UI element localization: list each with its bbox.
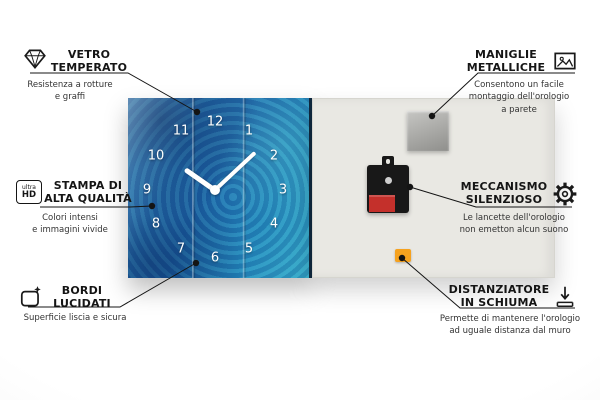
callout-title-distanziatore: DISTANZIATORE IN SCHIUMA [448,283,550,310]
ultra-hd-icon-text: HD [21,189,37,200]
clock-number: 4 [269,216,279,232]
spacer-distance-icon [552,284,578,310]
clock-front-panel: 12 1 2 3 4 5 6 7 8 9 10 11 [128,98,312,278]
hanger-hole [386,159,390,164]
callout-desc-stampa: Colori intensi e immagini vivide [32,213,108,236]
picture-frame-icon [552,48,578,74]
clock-number: 2 [269,148,279,164]
callout-desc-meccanismo: Le lancette dell'orologio non emetton al… [459,213,569,236]
clock-number: 10 [147,148,165,164]
callout-title-vetro: VETRO TEMPERATO [50,48,128,75]
clock-number: 1 [244,123,254,139]
ultra-hd-icon: ultra HD [16,180,42,204]
clock-number: 7 [176,241,186,257]
clock-number: 3 [278,182,288,198]
clock-number: 12 [206,114,224,130]
callout-desc-vetro: Resistenza a rotture e graffi [27,80,113,103]
callout-desc-distanziatore: Permette di mantenere l'orologio ad ugua… [439,314,581,337]
metal-hanger-plate [407,111,449,151]
polished-surface-icon [18,284,44,310]
callout-desc-maniglie: Consentono un facile montaggio dell'orol… [468,80,570,115]
clock-number: 9 [142,182,152,198]
clock-number: 8 [151,216,161,232]
gear-icon [552,181,578,207]
ultra-hd-icon-text: ultra [22,183,36,191]
diamond-icon [22,46,48,72]
clock-number: 6 [210,250,220,266]
callout-title-maniglie: MANIGLIE METALLICHE [466,48,546,75]
battery [369,195,395,212]
callout-title-meccanismo: MECCANISMO SILENZIOSO [460,180,548,207]
callout-desc-bordi: Superficie liscia e sicura [23,313,127,323]
mechanism-shaft [385,177,392,184]
clock-number: 5 [244,241,254,257]
clock-number: 11 [172,123,190,139]
callout-title-bordi: BORDI LUCIDATI [53,284,111,311]
callout-title-stampa: STAMPA DI ALTA QUALITÀ [44,179,132,206]
foam-spacer [395,249,411,262]
clock-center-cap [210,185,220,195]
